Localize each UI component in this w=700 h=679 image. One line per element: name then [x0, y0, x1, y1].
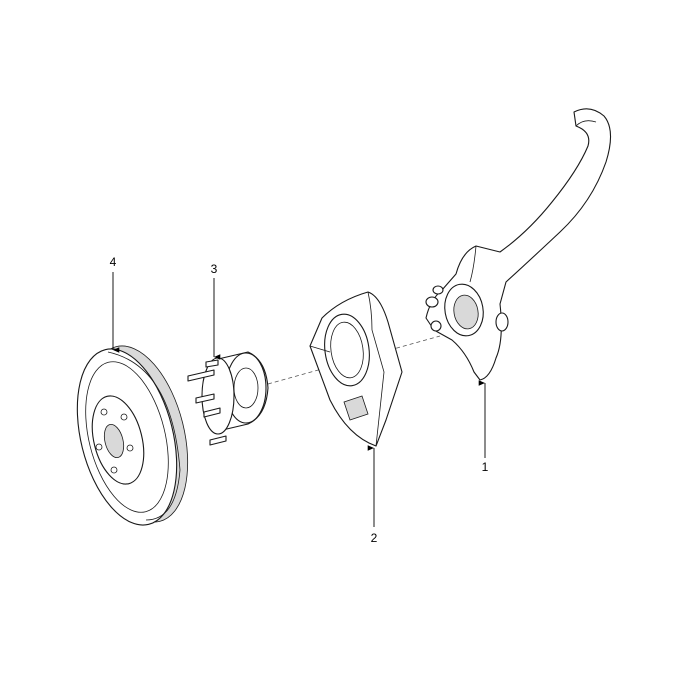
assembly-axis-line: [267, 335, 441, 385]
callout-4: 4: [110, 255, 117, 269]
hub-bearing: [187, 351, 269, 446]
callout-2: 2: [371, 531, 378, 545]
dust-cover: [309, 291, 403, 447]
steering-knuckle: [425, 108, 612, 381]
callout-1: 1: [482, 460, 489, 474]
brake-disc: [76, 345, 189, 526]
callout-3: 3: [211, 262, 218, 276]
